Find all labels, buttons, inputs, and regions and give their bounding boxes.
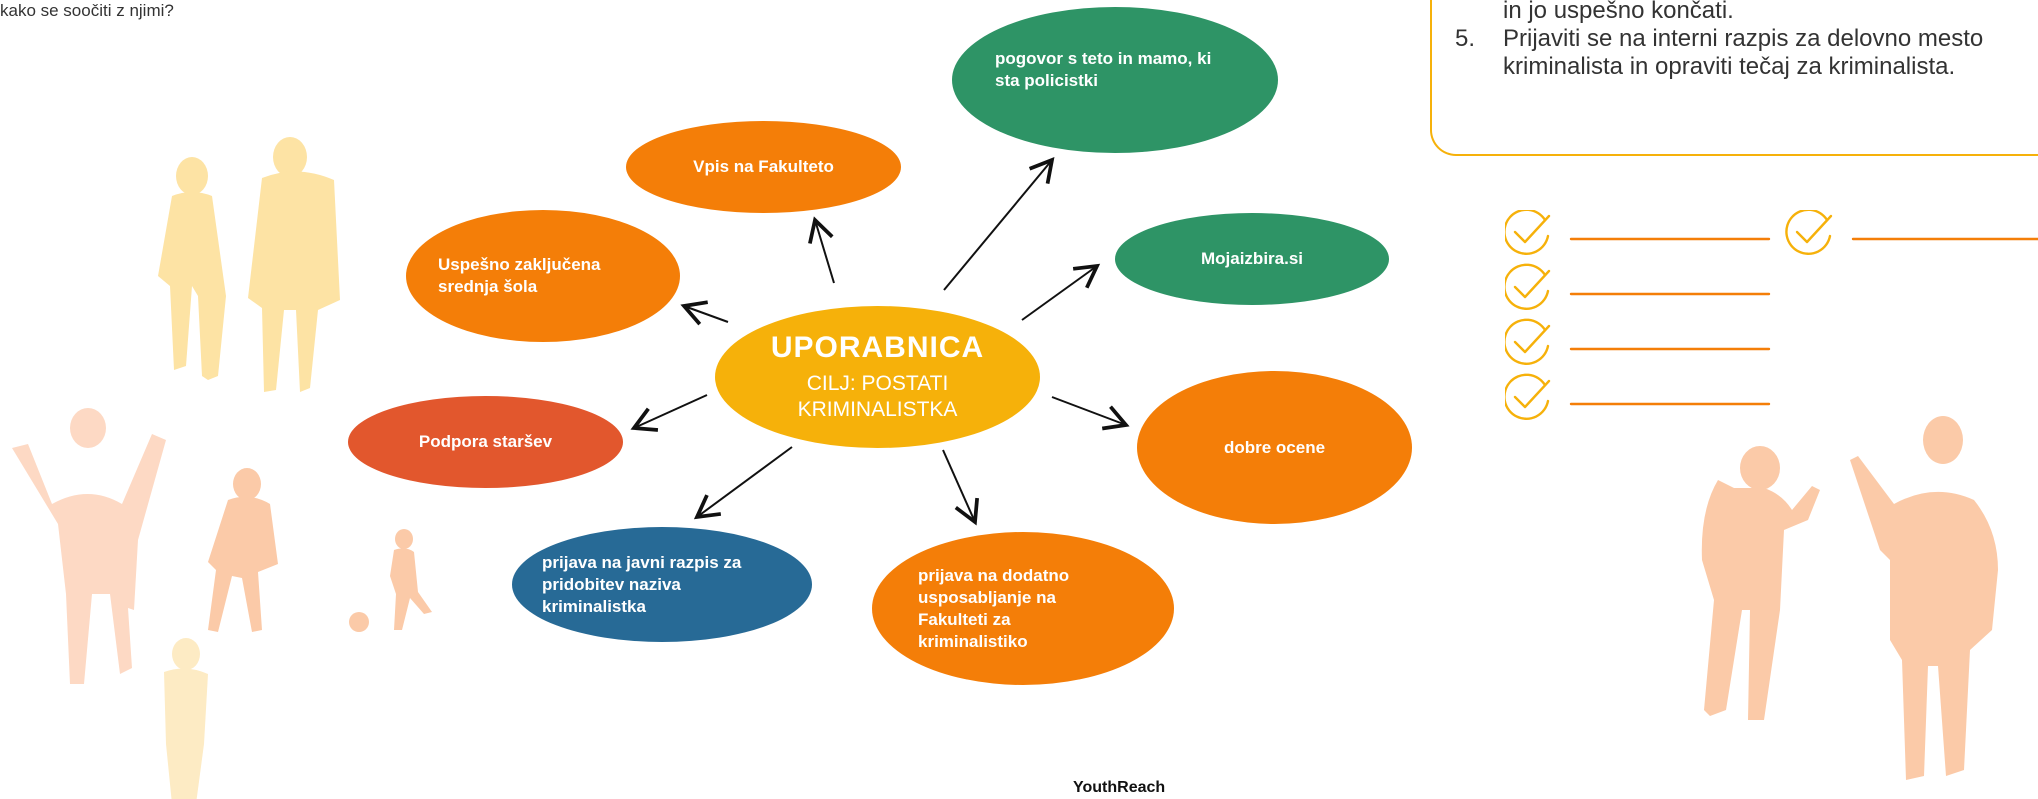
silhouette-bottom-left <box>164 638 208 799</box>
checkmark-circle-icon <box>1505 210 1551 255</box>
arrow-to-parent-support <box>630 394 708 432</box>
node-talk-parents-label: pogovor s teto in mamo, ki sta policistk… <box>995 49 1212 90</box>
node-enroll-faculty: Vpis na Fakulteto <box>626 121 901 213</box>
arrow-to-high-school <box>680 300 729 326</box>
arrow-to-public-tender <box>693 446 793 520</box>
arrow-to-talk-parents <box>943 157 1055 291</box>
node-parent-support: Podpora staršev <box>348 396 623 488</box>
node-parent-support-label: Podpora staršev <box>418 432 553 451</box>
intro-question-fragment: kako se soočiti z njimi? <box>0 1 174 20</box>
arrow-to-enroll-faculty <box>808 216 835 284</box>
checkmark-circle-icon <box>1785 210 1833 255</box>
node-public-tender-label: prijava na javni razpis za pridobitev na… <box>542 552 742 616</box>
checkmark-circle-icon <box>1505 318 1551 365</box>
step-number: 5. <box>1455 25 1476 52</box>
node-mojaizbira: Mojaizbira.si <box>1115 213 1389 305</box>
checklist-graphic <box>1505 210 2038 420</box>
center-user-goal: UPORABNICA CILJ: POSTATI KRIMINALISTKA <box>715 306 1040 448</box>
silhouette-child-with-ball <box>349 529 432 632</box>
center-title: UPORABNICA <box>770 331 985 364</box>
arrow-to-good-grades <box>1051 396 1130 431</box>
node-public-tender: prijava na javni razpis za pridobitev na… <box>512 527 812 642</box>
steps-card-frame <box>1430 0 2038 156</box>
silhouette-walking-woman <box>208 468 278 632</box>
center-subtitle: CILJ: POSTATI KRIMINALISTKA <box>797 372 958 421</box>
step-row: 5. Prijaviti se na interni razpis za del… <box>1455 25 2015 81</box>
node-talk-parents: pogovor s teto in mamo, ki sta policistk… <box>952 7 1278 153</box>
steps-list: in jo uspešno končati. 5. Prijaviti se n… <box>1455 0 2015 81</box>
node-good-grades-label: dobre ocene <box>1223 437 1326 457</box>
node-mojaizbira-label: Mojaizbira.si <box>1200 249 1304 268</box>
step-text: in jo uspešno končati. <box>1503 0 1734 24</box>
silhouette-couple-left <box>158 137 340 392</box>
step-row: in jo uspešno končati. <box>1455 0 2015 25</box>
silhouette-couple-right <box>1701 416 1998 780</box>
silhouette-waving-person <box>12 408 166 684</box>
checkmark-circle-icon <box>1505 373 1551 420</box>
node-good-grades: dobre ocene <box>1137 371 1412 524</box>
arrow-to-mojaizbira <box>1021 263 1101 321</box>
checkmark-circle-icon <box>1505 263 1551 310</box>
arrow-to-extra-training <box>942 449 979 526</box>
node-high-school: Uspešno zaključena srednja šola <box>406 210 680 342</box>
step-number <box>1455 0 1503 25</box>
node-high-school-label: Uspešno zaključena srednja šola <box>438 255 601 296</box>
node-extra-training-label: prijava na dodatno usposabljanje na Faku… <box>918 565 1070 651</box>
footer-brand: YouthReach <box>1073 779 1166 796</box>
node-extra-training: prijava na dodatno usposabljanje na Faku… <box>872 532 1174 685</box>
node-enroll-faculty-label: Vpis na Fakulteto <box>693 157 834 176</box>
step-text: Prijaviti se na interni razpis za delovn… <box>1503 25 1984 80</box>
